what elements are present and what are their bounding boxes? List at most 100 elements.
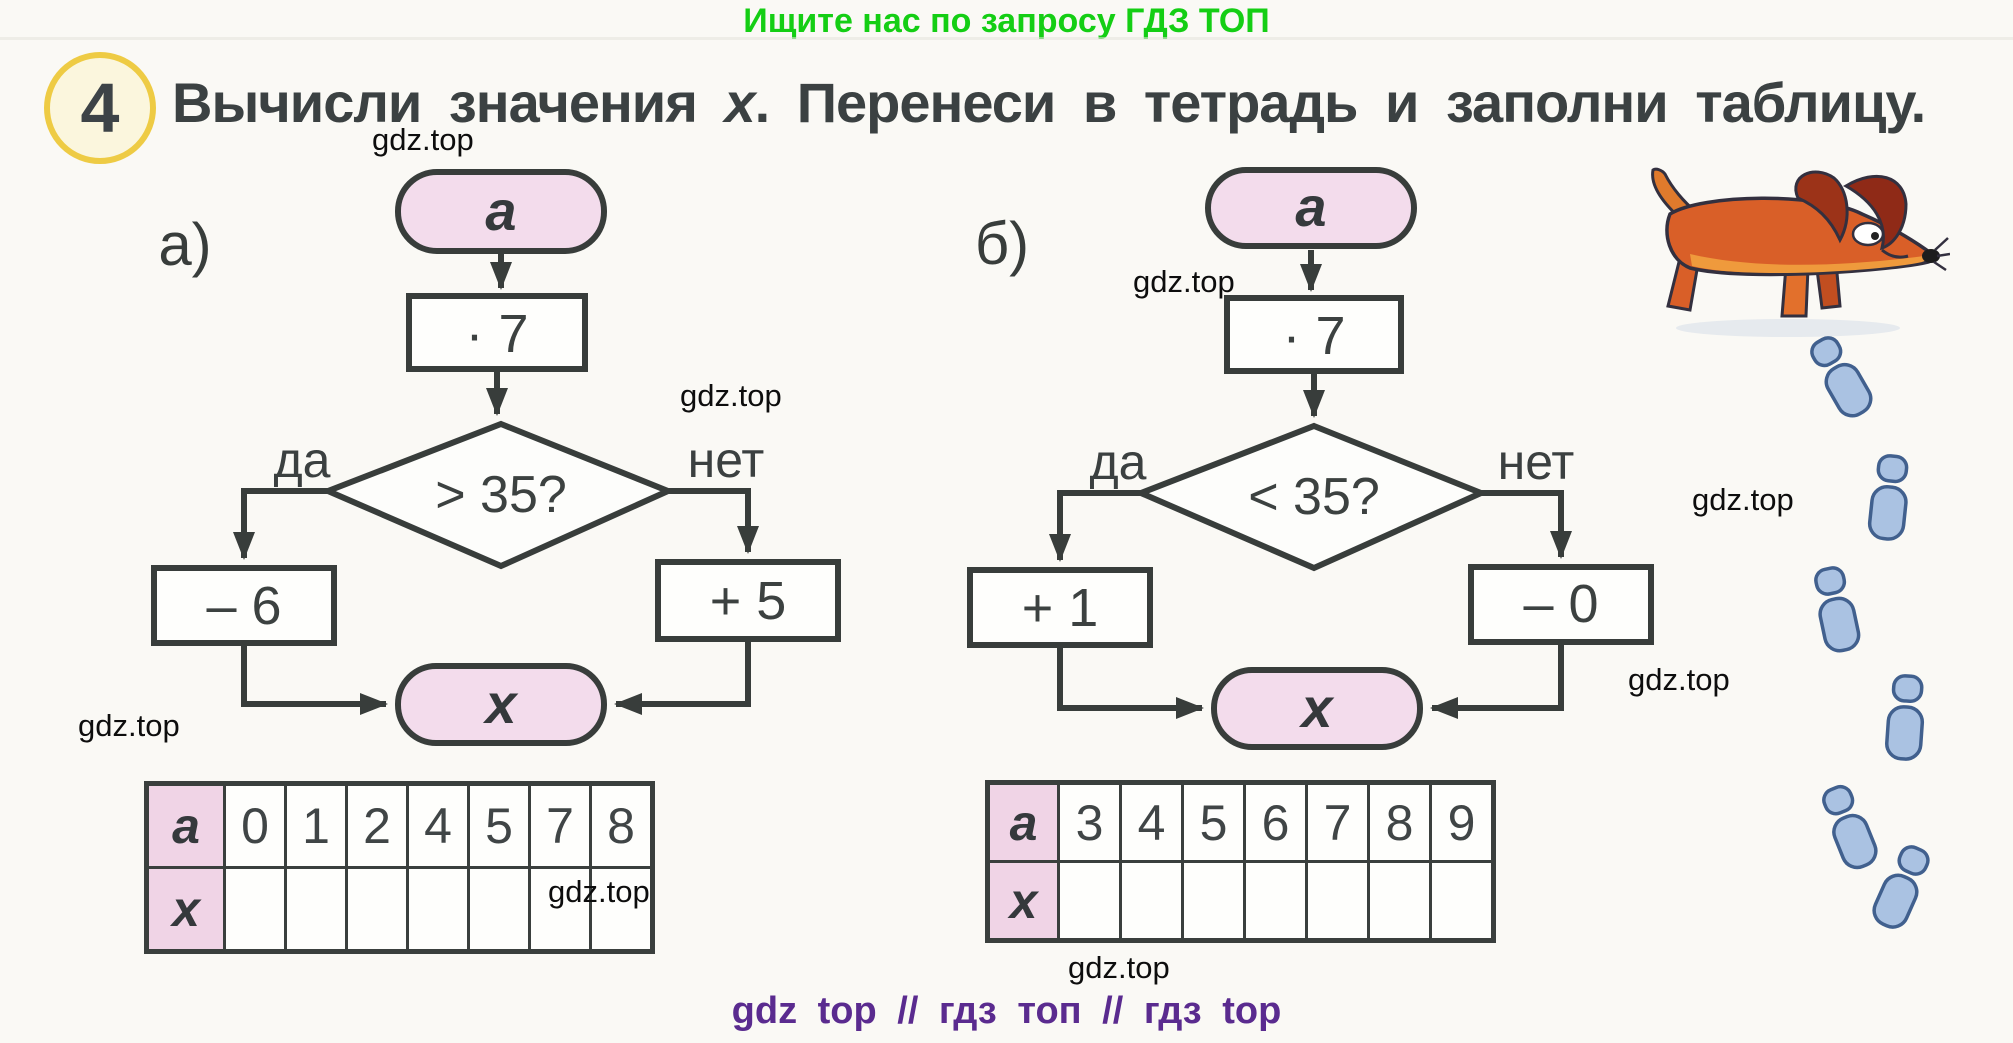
result-oval-label: x: [482, 672, 519, 735]
table-cell-empty: [345, 866, 409, 953]
dog-mouth: [1881, 248, 1909, 259]
dog-shadow: [1676, 319, 1900, 337]
bottom-banner-text: gdz top // гдз топ // гдз top: [731, 990, 1282, 1032]
result-oval: [395, 663, 607, 746]
row-header-a: a: [145, 782, 226, 869]
watermark: gdz.top: [78, 708, 180, 743]
page-scan-edge: [0, 37, 2013, 40]
flowchart-a: а) a · 7 > 35? да нет – 6 + 5 x: [151, 169, 841, 746]
operation-box: [1224, 295, 1404, 374]
watermark: gdz.top: [1068, 950, 1170, 985]
yes-branch-label: да: [1090, 434, 1147, 490]
footprint: [1810, 336, 1873, 418]
footprint: [1822, 784, 1878, 870]
task-title-variable: x: [724, 71, 755, 134]
table-cell-empty: [1057, 860, 1122, 942]
table-cell: 8: [1367, 781, 1432, 863]
table-row: x: [145, 866, 654, 953]
task-number: 4: [80, 69, 120, 147]
table-cell-empty: [1367, 860, 1432, 942]
table-cell: 1: [284, 782, 348, 869]
condition-label: > 35?: [435, 466, 567, 524]
table-cell: 5: [1181, 781, 1246, 863]
dog-eye: [1851, 221, 1885, 247]
start-oval-label: a: [1295, 175, 1326, 238]
table-cell: 9: [1429, 781, 1495, 863]
start-oval: [1205, 167, 1417, 249]
footprint: [1867, 454, 1909, 541]
table-cell: 6: [1243, 781, 1308, 863]
no-branch-label: нет: [1498, 434, 1575, 490]
row-header-x: x: [986, 860, 1060, 942]
no-operation-label: – 0: [1523, 574, 1598, 634]
condition-diamond: [1133, 422, 1489, 572]
top-banner-text: Ищите нас по запросу ГДЗ ТОП: [743, 2, 1270, 40]
table-cell: 0: [223, 782, 287, 869]
yes-branch-line: [233, 488, 328, 560]
dog-whiskers: [1933, 237, 1950, 272]
watermark: gdz.top: [548, 874, 650, 909]
operation-box: [406, 293, 588, 372]
dog-belly: [1690, 254, 1927, 274]
condition-diamond: [320, 420, 676, 570]
watermark: gdz.top: [1628, 662, 1730, 697]
table-cell-empty: [1305, 860, 1370, 942]
dog-illustration: [1651, 167, 1950, 337]
table-row: a 3 4 5 6 7 8 9: [986, 781, 1495, 863]
yes-to-result-line: [1057, 645, 1204, 719]
yes-branch-line: [1049, 490, 1141, 562]
table-cell-empty: [284, 866, 348, 953]
table-cell: 4: [406, 782, 470, 869]
result-oval-label: x: [1298, 676, 1335, 739]
start-oval: [395, 169, 607, 254]
watermark: gdz.top: [1692, 482, 1794, 517]
value-table-b: a 3 4 5 6 7 8 9 x: [985, 780, 1496, 943]
footprint: [1885, 674, 1925, 761]
operation-label: · 7: [1282, 306, 1345, 366]
flowchart-b-label: б): [975, 210, 1029, 277]
table-cell: 8: [589, 782, 654, 869]
table-cell-empty: [406, 866, 470, 953]
no-operation-box: [1468, 564, 1654, 645]
row-header-a: a: [986, 781, 1060, 863]
task-title-after: . Перенеси в тетрадь и заполни таблицу.: [754, 71, 1927, 134]
table-cell-empty: [467, 866, 531, 953]
task-title: Вычисли значения x. Перенеси в тетрадь и…: [172, 70, 2002, 135]
condition-label: < 35?: [1248, 468, 1380, 526]
table-cell-empty: [1181, 860, 1246, 942]
table-cell: 4: [1119, 781, 1184, 863]
operation-label: · 7: [465, 304, 528, 364]
table-cell-empty: [589, 866, 654, 953]
no-branch-label: нет: [688, 432, 765, 488]
yes-operation-label: + 1: [1022, 578, 1099, 638]
table-cell-empty: [528, 866, 592, 953]
footprint: [1872, 845, 1930, 929]
table-cell: 2: [345, 782, 409, 869]
table-row: x: [986, 860, 1495, 942]
watermark: gdz.top: [372, 122, 474, 157]
no-branch-line: [1481, 490, 1572, 559]
task-number-badge: 4: [44, 52, 156, 164]
table-cell: 7: [528, 782, 592, 869]
footprint-trail: [1810, 336, 1930, 929]
table-cell-empty: [1243, 860, 1308, 942]
yes-operation-box: [967, 567, 1153, 648]
task-title-before: Вычисли значения: [172, 71, 725, 134]
start-oval-label: a: [485, 179, 516, 242]
dog-ear-near: [1794, 170, 1849, 244]
row-header-x: x: [145, 866, 226, 953]
value-table-a: a 0 1 2 4 5 7 8 x: [144, 781, 655, 954]
no-to-result-line: [614, 639, 751, 715]
no-to-result-line: [1430, 642, 1564, 719]
table-cell-empty: [1429, 860, 1495, 942]
watermark: gdz.top: [1133, 264, 1235, 299]
table-cell-empty: [1119, 860, 1184, 942]
yes-branch-label: да: [274, 432, 331, 488]
table-cell: 5: [467, 782, 531, 869]
watermark: gdz.top: [680, 378, 782, 413]
table-cell: 7: [1305, 781, 1370, 863]
result-oval: [1211, 667, 1423, 750]
table-row: a 0 1 2 4 5 7 8: [145, 782, 654, 869]
dog-pupil: [1871, 232, 1879, 240]
no-branch-line: [668, 488, 759, 554]
